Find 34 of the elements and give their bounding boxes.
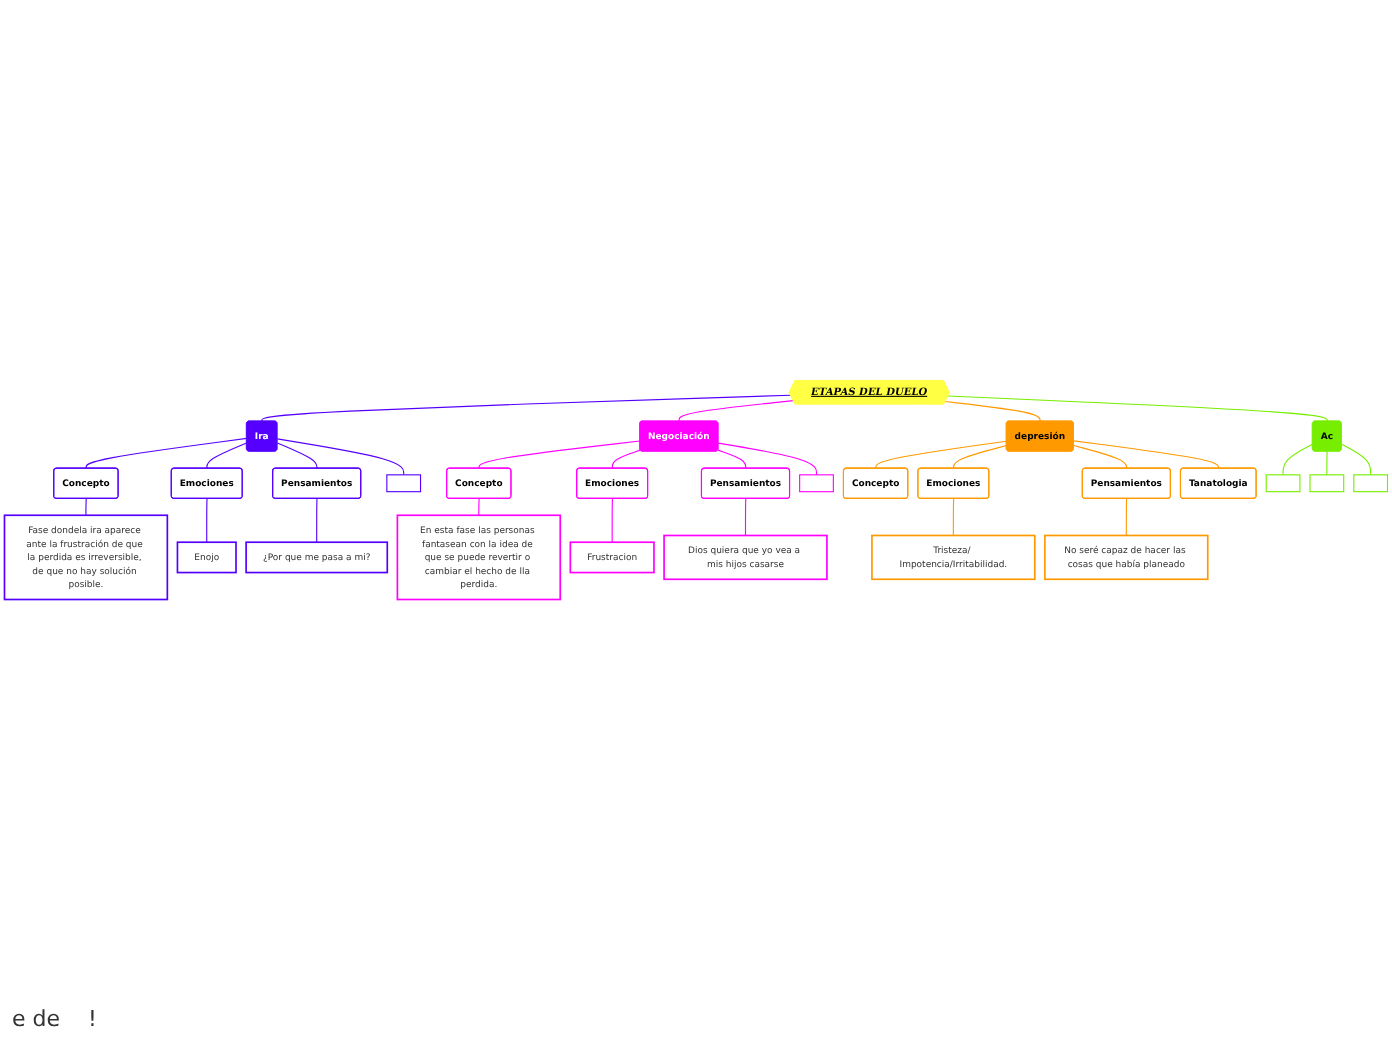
connector bbox=[1341, 443, 1372, 476]
connector bbox=[1073, 445, 1128, 469]
connector bbox=[1326, 450, 1328, 476]
node-box bbox=[1353, 474, 1389, 493]
connector bbox=[744, 498, 747, 537]
connector bbox=[953, 445, 1007, 469]
connector bbox=[944, 401, 1041, 422]
note-text: ! bbox=[88, 1006, 97, 1032]
connector bbox=[611, 498, 613, 543]
connector bbox=[206, 442, 248, 469]
connector bbox=[276, 438, 405, 476]
connector bbox=[206, 498, 208, 543]
connector bbox=[678, 400, 794, 422]
connector bbox=[1073, 440, 1220, 469]
connector bbox=[952, 498, 955, 537]
connector bbox=[717, 442, 818, 476]
connector bbox=[1282, 443, 1314, 476]
connector bbox=[85, 437, 248, 469]
connector bbox=[478, 498, 480, 516]
connector bbox=[316, 498, 318, 543]
note-text: e de bbox=[12, 1006, 61, 1032]
connector bbox=[276, 442, 318, 469]
connector bbox=[85, 498, 87, 516]
connector bbox=[478, 440, 641, 469]
node-box bbox=[1265, 474, 1301, 493]
node-box bbox=[1309, 474, 1345, 493]
connector bbox=[1125, 498, 1128, 537]
connector bbox=[717, 449, 747, 469]
connector bbox=[947, 395, 1328, 422]
connector bbox=[875, 440, 1007, 469]
node-box bbox=[799, 474, 834, 493]
connector bbox=[261, 394, 792, 422]
connector bbox=[611, 449, 641, 469]
node-box bbox=[386, 474, 422, 493]
